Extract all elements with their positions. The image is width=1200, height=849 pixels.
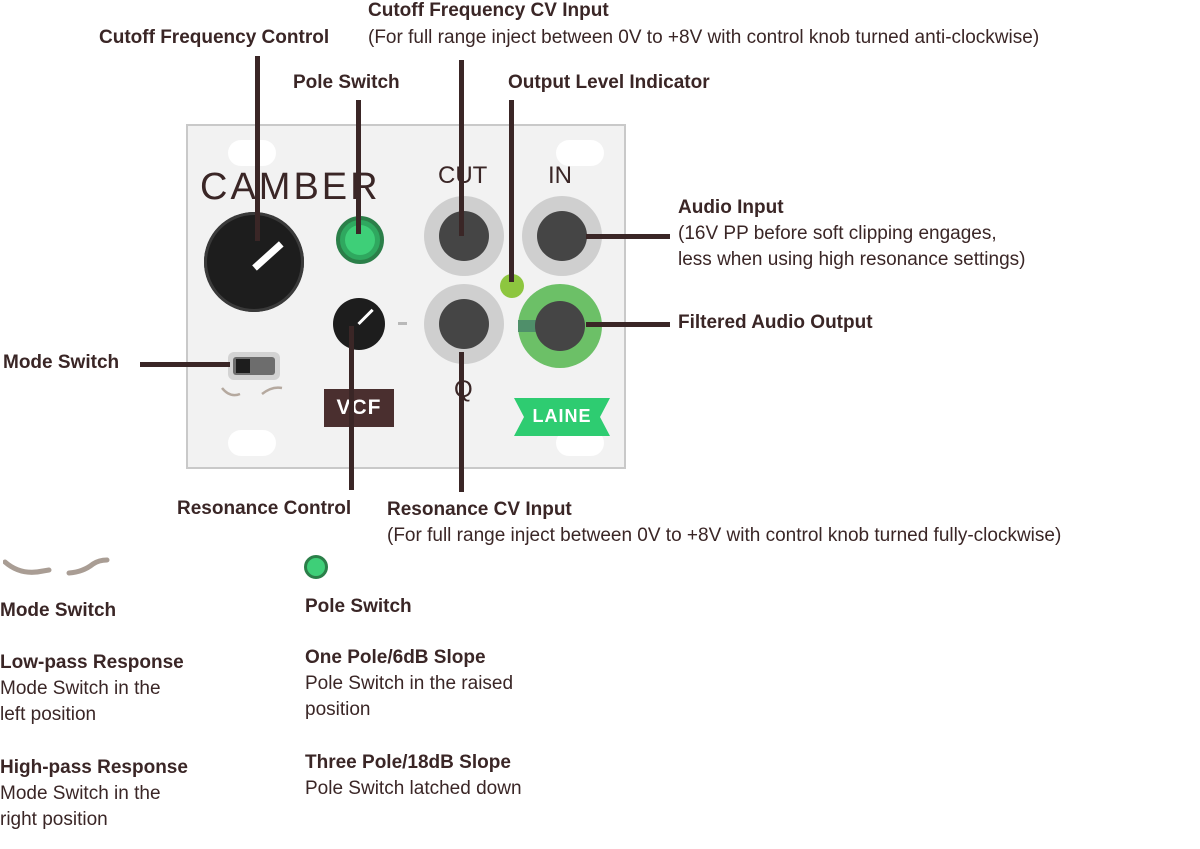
legend-mode-heading: Mode Switch <box>0 600 117 621</box>
cutoff-frequency-knob[interactable] <box>204 212 304 312</box>
callout-resonance-cv-note: (For full range inject between 0V to +8V… <box>387 525 1062 546</box>
cutoff-cv-jack-hole <box>439 211 489 261</box>
legend-one-pole-line2: position <box>305 699 371 720</box>
mode-switch-lever <box>236 359 250 373</box>
mounting-hole-top-left <box>228 140 276 166</box>
legend-high-pass-line1: Mode Switch in the <box>0 783 161 804</box>
callout-audio-input-note-1: (16V PP before soft clipping engages, <box>678 223 997 244</box>
resonance-cv-jack[interactable] <box>424 284 504 364</box>
mode-switch[interactable] <box>228 352 280 380</box>
callout-output-level: Output Level Indicator <box>508 72 710 93</box>
audio-input-jack-hole <box>537 211 587 261</box>
resonance-knob-pointer <box>357 308 374 326</box>
legend-low-pass: Low-pass Response Mode Switch in the lef… <box>0 650 184 728</box>
legend-one-pole: One Pole/6dB Slope Pole Switch in the ra… <box>305 645 513 723</box>
jack-label-in: IN <box>548 162 572 189</box>
callout-cutoff-cv-title: Cutoff Frequency CV Input <box>368 0 609 21</box>
callout-filtered-output: Filtered Audio Output <box>678 312 873 333</box>
resonance-cv-jack-hole <box>439 299 489 349</box>
leader-cutoff-cv <box>459 60 464 236</box>
legend-pole-led-icon <box>304 555 328 579</box>
leader-resonance-control <box>349 326 354 490</box>
leader-audio-input <box>586 234 670 239</box>
cutoff-cv-jack[interactable] <box>424 196 504 276</box>
leader-cutoff-control <box>255 56 260 241</box>
legend-three-pole-line1: Pole Switch latched down <box>305 778 522 799</box>
leader-pole-switch <box>356 100 361 234</box>
leader-filtered-output <box>586 322 670 327</box>
legend-three-pole: Three Pole/18dB Slope Pole Switch latche… <box>305 750 522 802</box>
callout-cutoff-cv-note: (For full range inject between 0V to +8V… <box>368 27 1040 48</box>
leader-output-level <box>509 100 514 282</box>
mounting-hole-bottom-left <box>228 430 276 456</box>
legend-high-pass-line2: right position <box>0 809 108 830</box>
callout-cutoff-control: Cutoff Frequency Control <box>99 27 330 48</box>
callout-resonance-control: Resonance Control <box>177 498 352 519</box>
callout-pole-switch: Pole Switch <box>293 72 400 93</box>
legend-pole-heading: Pole Switch <box>305 596 412 617</box>
mode-switch-glyphs <box>221 386 283 397</box>
mounting-hole-top-right <box>556 140 604 166</box>
legend-low-pass-line1: Mode Switch in the <box>0 678 161 699</box>
leader-mode-switch <box>140 362 230 367</box>
filtered-output-ring-band <box>518 320 538 332</box>
legend-three-pole-title: Three Pole/18dB Slope <box>305 752 511 773</box>
resonance-marker <box>398 322 407 325</box>
legend-high-pass: High-pass Response Mode Switch in the ri… <box>0 755 188 833</box>
cutoff-knob-pointer <box>252 241 284 271</box>
legend-one-pole-title: One Pole/6dB Slope <box>305 647 486 668</box>
vcf-badge-text: VCF <box>336 396 382 419</box>
legend-high-pass-title: High-pass Response <box>0 757 188 778</box>
callout-resonance-cv-title: Resonance CV Input <box>387 499 572 520</box>
leader-resonance-cv <box>459 352 464 492</box>
legend-one-pole-line1: Pole Switch in the raised <box>305 673 514 694</box>
filtered-output-jack-hole <box>535 301 585 351</box>
callout-audio-input-title: Audio Input <box>678 197 784 218</box>
brand-name: LAINE <box>532 406 592 426</box>
resonance-knob[interactable] <box>333 298 385 350</box>
legend-low-pass-title: Low-pass Response <box>0 652 184 673</box>
callout-mode-switch: Mode Switch <box>3 352 120 373</box>
laine-brand-banner <box>514 398 610 436</box>
module-name: CAMBER <box>200 166 381 208</box>
vcf-badge: VCF <box>324 389 394 427</box>
legend-low-pass-line2: left position <box>0 704 97 725</box>
module-panel: CAMBER CUT IN Q V <box>186 124 626 469</box>
callout-audio-input-note-2: less when using high resonance settings) <box>678 249 1026 270</box>
mode-response-icons <box>3 557 110 576</box>
